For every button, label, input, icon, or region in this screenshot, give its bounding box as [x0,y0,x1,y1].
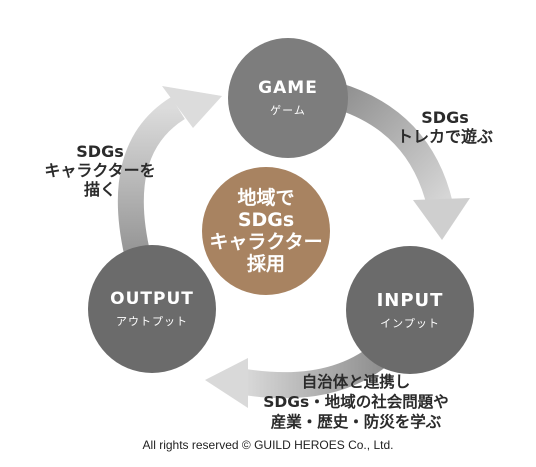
center-line-2: SDGs [237,209,295,231]
arrow-output-to-game [117,86,222,269]
label-output-to-game-line-2: キャラクターを [44,161,156,180]
label-game-to-input-line-1: SDGs [421,108,469,127]
label-input-to-output: 自治体と連携し SDGs・地域の社会問題や 産業・歴史・防災を学ぶ [236,372,476,432]
label-output-to-game-line-3: 描く [83,180,116,199]
input-node: INPUT インプット [346,246,474,374]
output-title: OUTPUT [110,289,194,309]
input-title: INPUT [376,289,444,311]
label-game-to-input-line-2: トレカで遊ぶ [396,127,493,146]
label-output-to-game: SDGs キャラクターを 描く [40,142,160,199]
center-line-4: 採用 [246,253,285,275]
game-subtitle: ゲーム [270,104,306,117]
arrow-input-to-output [205,344,389,408]
copyright-text: All rights reserved © GUILD HEROES Co., … [142,438,394,452]
label-game-to-input: SDGs トレカで遊ぶ [385,108,505,146]
center-line-1: 地域で [237,187,295,209]
output-node: OUTPUT アウトプット [88,245,216,373]
input-subtitle: インプット [380,316,440,330]
game-node: GAME ゲーム [228,38,348,158]
game-title: GAME [258,78,318,98]
center-circle: 地域で SDGs キャラクター 採用 [202,167,330,295]
label-output-to-game-line-1: SDGs [76,142,124,161]
center-line-3: キャラクター [209,231,323,253]
label-input-to-output-line-2: SDGs・地域の社会問題や [263,393,449,411]
output-subtitle: アウトプット [116,315,188,328]
arrow-game-to-input [331,82,470,240]
label-input-to-output-line-3: 産業・歴史・防災を学ぶ [270,413,442,431]
label-input-to-output-line-1: 自治体と連携し [301,373,411,391]
